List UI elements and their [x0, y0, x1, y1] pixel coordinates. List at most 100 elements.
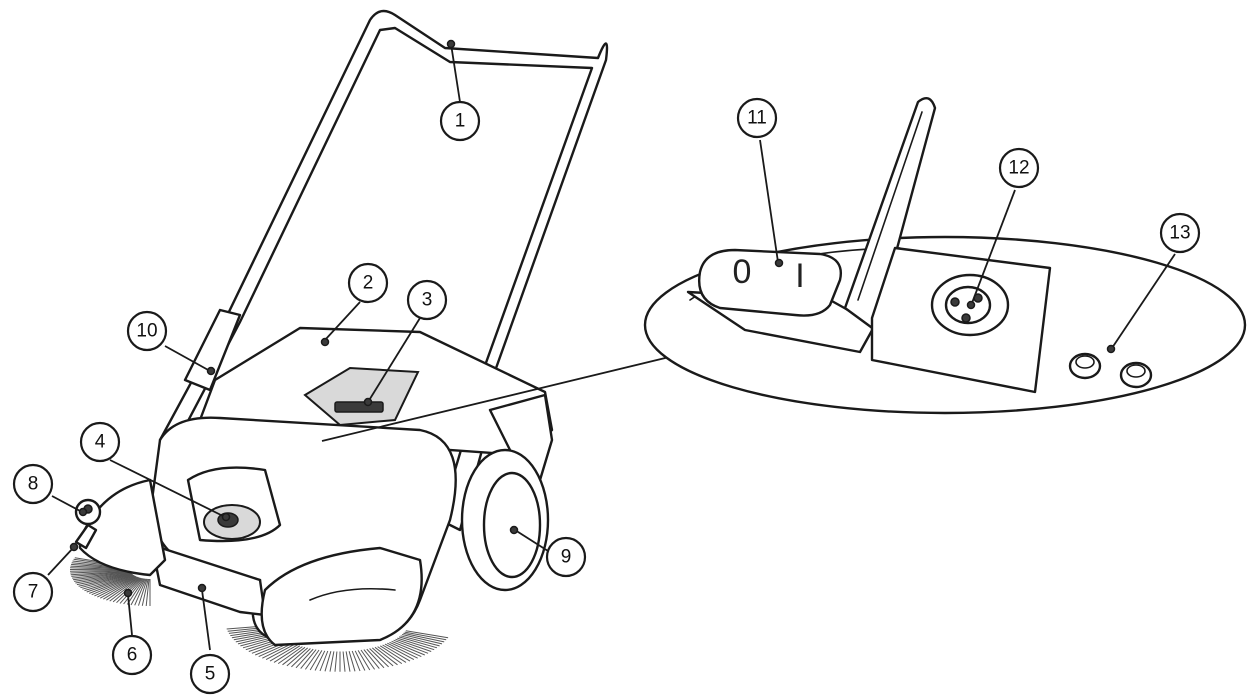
handle-bracket-left — [183, 308, 242, 392]
brush-bristle — [76, 573, 132, 586]
brush-bristle — [382, 644, 411, 662]
brush-bristle — [342, 651, 346, 672]
brush-bristle — [357, 650, 371, 671]
brush-bristle — [384, 643, 415, 661]
brush-bristle — [126, 578, 145, 605]
callout-9: 9 — [545, 536, 587, 578]
brush-bristle — [387, 642, 418, 659]
waste-container — [150, 543, 267, 617]
sweeper-machine — [69, 9, 609, 672]
svg-text:4: 4 — [95, 432, 106, 453]
brush-bristle — [86, 575, 135, 593]
brush-bristle — [103, 576, 139, 600]
brush-bristle — [400, 635, 440, 647]
callout-12: 12 — [998, 147, 1040, 189]
indicator-lamp-left — [1068, 352, 1102, 380]
brush-bristle — [300, 649, 317, 669]
callout-6: 6 — [111, 634, 153, 676]
brush-bristle — [74, 572, 132, 582]
callout-2: 2 — [347, 262, 389, 304]
brush-bristle — [84, 574, 134, 592]
brush-bristle — [393, 639, 429, 654]
brush-bristle — [145, 578, 150, 607]
svg-text:5: 5 — [205, 664, 216, 685]
brush-bristle — [91, 575, 136, 596]
brush-bristle — [329, 651, 335, 672]
brush-bristle — [94, 576, 137, 597]
callout-4: 4 — [79, 421, 121, 463]
brush-bristle — [269, 644, 298, 662]
brush-bristle — [273, 645, 301, 663]
brush-bristle — [97, 576, 138, 598]
callout-8: 8 — [12, 463, 54, 505]
svg-text:I: I — [795, 257, 804, 295]
svg-text:1: 1 — [455, 111, 466, 132]
main-switch[interactable] — [698, 248, 842, 317]
svg-text:6: 6 — [127, 645, 138, 666]
brush-bristle — [374, 646, 398, 666]
brush-bristle — [369, 648, 389, 668]
main-brush — [226, 625, 449, 672]
brush-bristle — [351, 650, 361, 672]
brush-bristle — [398, 636, 438, 649]
brush-bristle — [282, 646, 306, 666]
svg-text:9: 9 — [561, 547, 572, 568]
brush-bristle — [404, 631, 447, 641]
brush-bristle — [334, 651, 338, 672]
detail-leader-line — [321, 351, 691, 442]
callout-1: 1 — [439, 100, 481, 142]
brush-bristle — [389, 641, 422, 658]
brush-bristle — [363, 649, 380, 669]
indicator-lamp-right — [1119, 361, 1153, 389]
brush-bristle — [360, 649, 376, 670]
brush-bristle — [304, 649, 320, 670]
brush-bristle — [286, 647, 309, 667]
brush-bristle — [109, 577, 141, 602]
brush-bristle — [75, 572, 132, 584]
brush-bristle — [138, 578, 148, 606]
filter-shaker-slot — [334, 401, 384, 413]
brush-bristle — [78, 573, 133, 587]
brush-bristle — [348, 651, 356, 672]
brush-bristle — [391, 640, 425, 656]
brush-bristle — [72, 571, 131, 581]
callout-11: 11 — [736, 97, 778, 139]
svg-text:8: 8 — [28, 474, 39, 495]
brush-bristle — [324, 651, 332, 672]
rear-wheel-hub — [482, 471, 542, 579]
right-front-fairing — [260, 546, 423, 647]
svg-text:0: 0 — [733, 253, 752, 291]
brush-bristle — [371, 647, 394, 667]
brush-bristle — [405, 630, 449, 639]
brush-bristle — [82, 574, 134, 590]
brush-bristle — [99, 576, 138, 599]
callout-10: 10 — [126, 310, 168, 352]
switch-on-mark: I — [795, 257, 804, 295]
brush-bristle — [106, 577, 140, 601]
svg-text:12: 12 — [1008, 158, 1029, 179]
side-brush — [69, 557, 151, 607]
brush-bristle — [403, 632, 445, 643]
brush-bristle — [354, 650, 366, 671]
brush-bristle — [123, 578, 144, 605]
brush-bristle — [70, 570, 131, 574]
brush-lever — [74, 523, 98, 550]
push-handle — [158, 9, 609, 442]
brush-bristle — [366, 648, 385, 669]
callout-leaders — [47, 39, 1176, 651]
brush-bristle — [295, 648, 314, 669]
switch-off-mark: 0 — [733, 253, 752, 291]
svg-text:3: 3 — [422, 290, 433, 311]
brush-bristle — [291, 648, 311, 668]
brush-bristle — [309, 650, 323, 671]
svg-text:10: 10 — [136, 321, 157, 342]
brush-bristle — [377, 646, 403, 665]
brush-bristle — [314, 650, 326, 671]
brush-bristle — [395, 638, 432, 652]
svg-text:2: 2 — [363, 273, 374, 294]
callout-5: 5 — [189, 653, 231, 695]
brush-bristle — [70, 570, 131, 576]
svg-text:11: 11 — [747, 108, 767, 129]
brush-bristle — [401, 634, 443, 645]
brush-bristle — [262, 642, 293, 659]
